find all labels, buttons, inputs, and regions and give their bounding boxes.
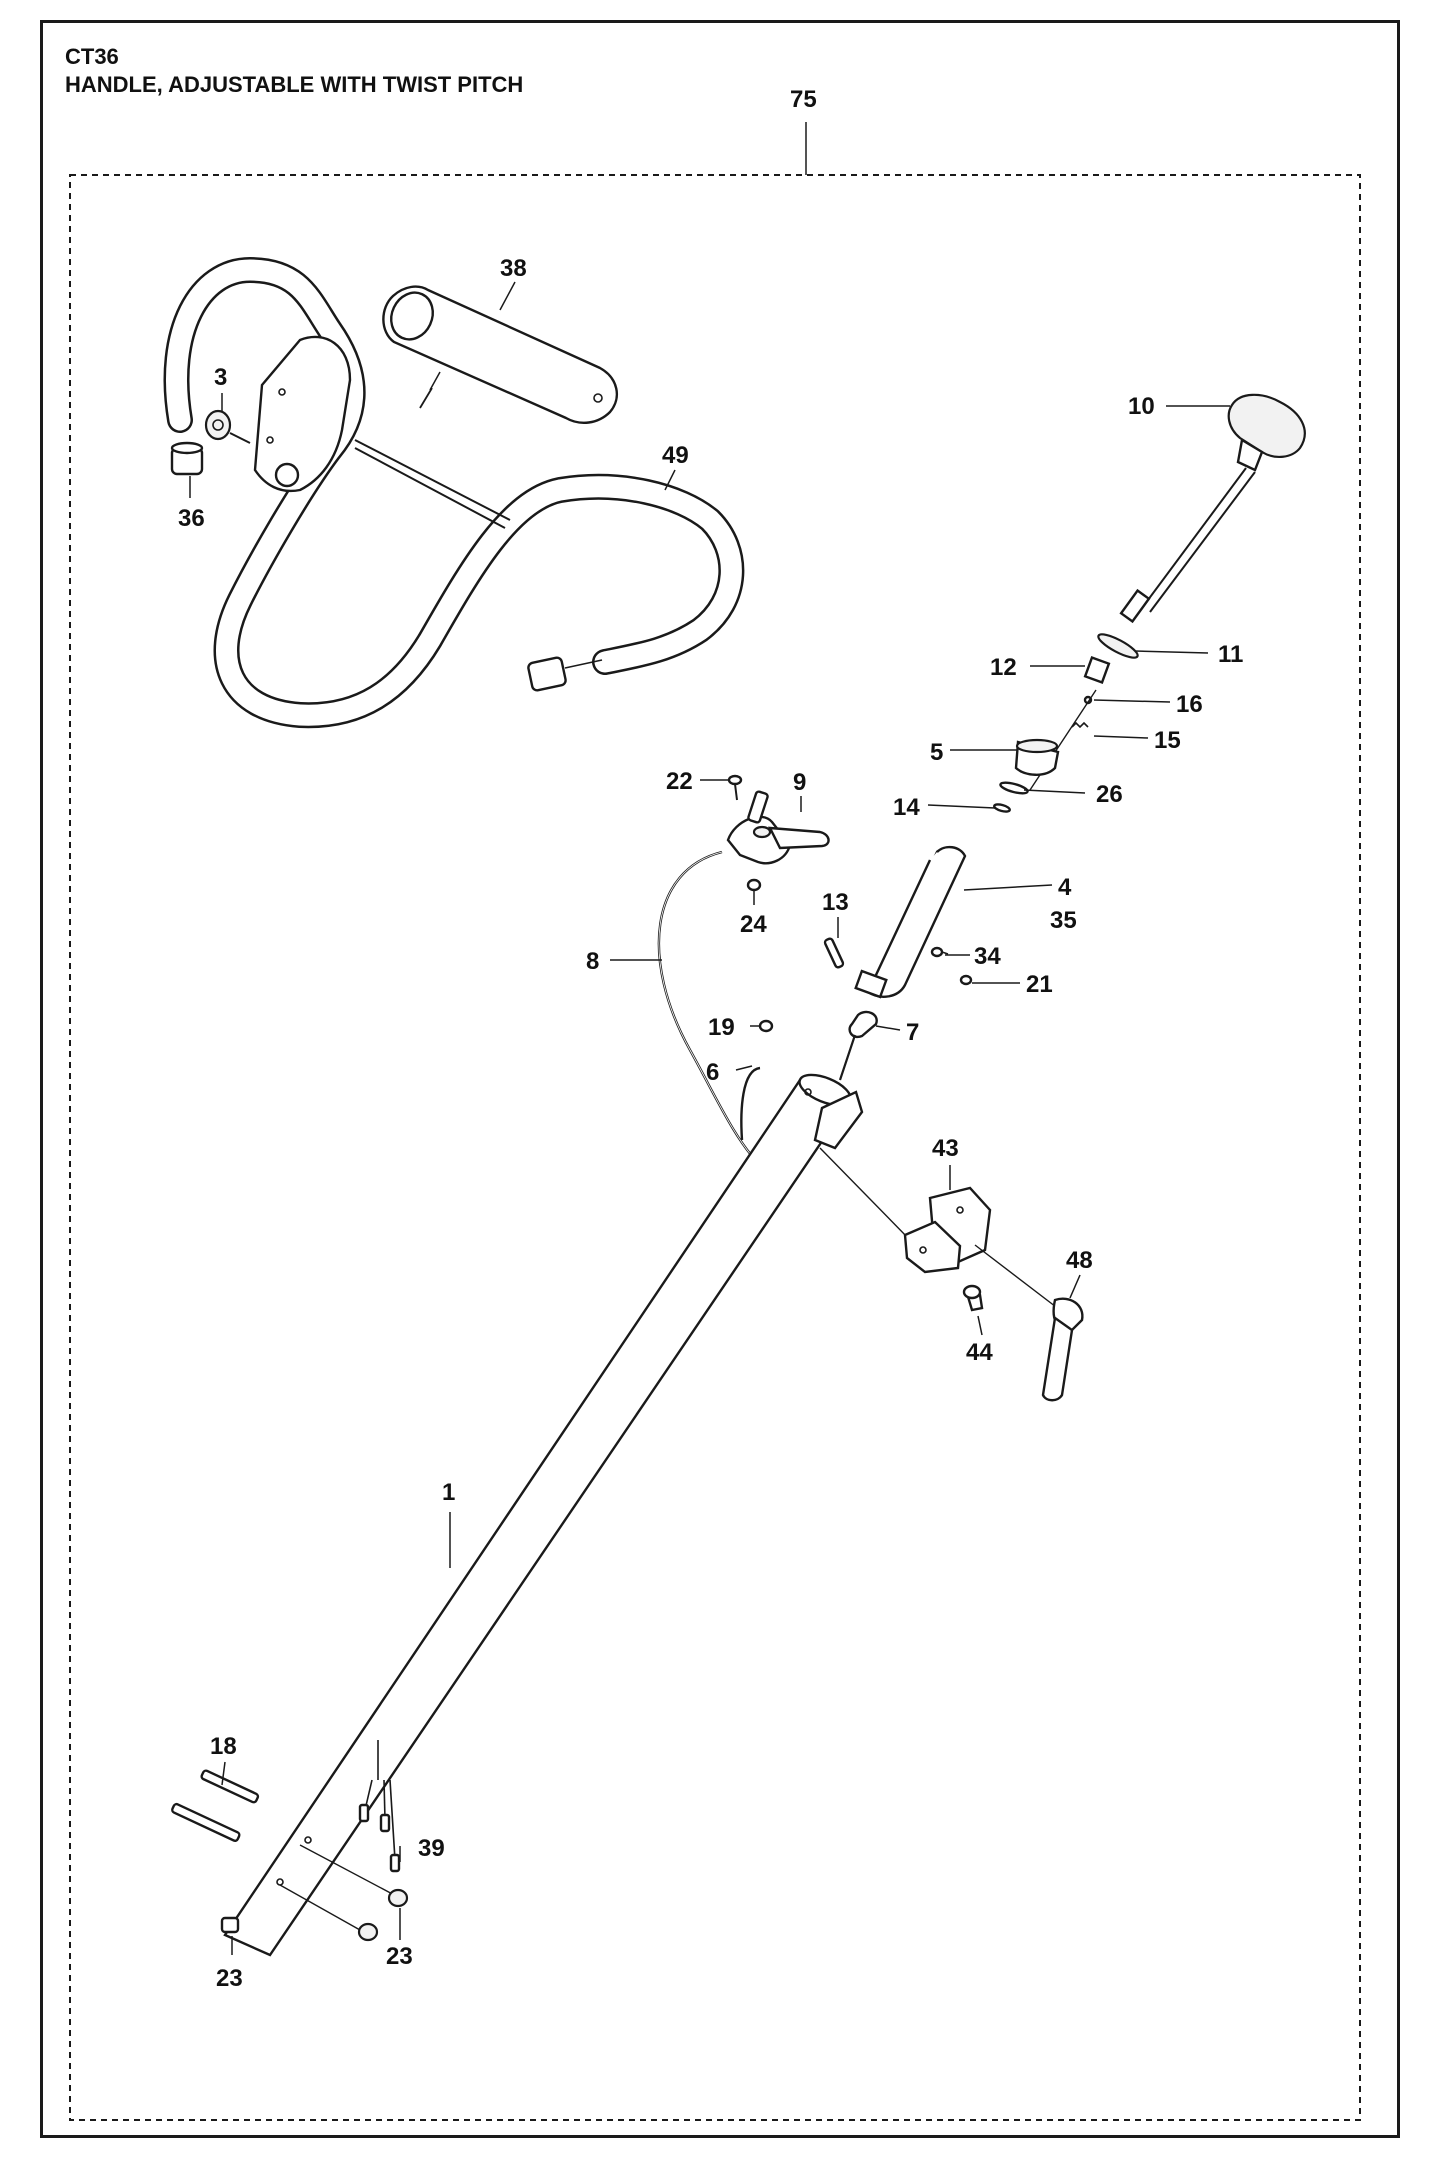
document-code: CT36 — [65, 44, 119, 69]
callout-23-left: 23 — [216, 1965, 243, 1992]
bolt-part-44 — [962, 1284, 984, 1312]
callout-10: 10 — [1128, 393, 1155, 420]
callout-21: 21 — [1026, 971, 1053, 998]
callout-6: 6 — [706, 1059, 719, 1086]
twist-knob-part — [1119, 393, 1306, 624]
main-shaft-part — [223, 1073, 864, 1957]
callout-43: 43 — [932, 1135, 959, 1162]
clamp-part-43 — [903, 1186, 992, 1274]
callout-18: 18 — [210, 1733, 237, 1760]
callout-1: 1 — [442, 1479, 455, 1506]
washer-part-11 — [1097, 633, 1139, 659]
callout-7: 7 — [906, 1019, 919, 1046]
insert-part-23 — [220, 1916, 240, 1934]
oring-part-14 — [993, 803, 1011, 813]
callout-26: 26 — [1096, 781, 1123, 808]
grip-tube-part — [382, 285, 619, 424]
nut-part-21 — [959, 974, 973, 986]
bushing-part-12 — [1083, 655, 1111, 685]
screw-part-34 — [930, 946, 949, 958]
inner-tube-part — [854, 845, 967, 999]
wire-part-6 — [740, 1066, 761, 1141]
ball-part-19 — [758, 1019, 774, 1033]
pin-part-13 — [823, 937, 845, 969]
callout-4: 4 — [1058, 874, 1072, 901]
callout-9: 9 — [793, 769, 806, 796]
callout-5: 5 — [930, 739, 943, 766]
callout-13: 13 — [822, 889, 849, 916]
callout-11: 11 — [1218, 641, 1243, 668]
callout-19: 19 — [708, 1014, 735, 1041]
lever-part-48 — [1041, 1297, 1084, 1402]
nut-part-23a — [387, 1888, 409, 1908]
callout-75: 75 — [790, 86, 817, 113]
handle-loop-part — [163, 256, 745, 729]
screw-part-22 — [727, 774, 743, 801]
callout-16: 16 — [1176, 691, 1203, 718]
nut-part-24 — [746, 878, 762, 892]
knob-part-3 — [204, 409, 251, 444]
nut-part-23b — [357, 1922, 379, 1942]
callout-23-right: 23 — [386, 1943, 413, 1970]
callout-44: 44 — [966, 1339, 993, 1366]
spring-part-15 — [1071, 721, 1089, 729]
callout-36: 36 — [178, 505, 205, 532]
callout-38: 38 — [500, 255, 527, 282]
callout-35: 35 — [1050, 907, 1077, 934]
bracket-part-7 — [848, 1010, 878, 1039]
grip-end-plug-part — [527, 656, 603, 692]
callout-15: 15 — [1154, 727, 1181, 754]
throttle-cable-part — [657, 850, 761, 1166]
document-title: HANDLE, ADJUSTABLE WITH TWIST PITCH — [65, 72, 524, 97]
callout-49: 49 — [662, 442, 689, 469]
end-cap-part — [170, 441, 204, 476]
cap-part-5 — [1014, 738, 1060, 776]
callout-22: 22 — [666, 768, 693, 795]
callout-8: 8 — [586, 948, 599, 975]
outer-frame — [40, 20, 1400, 2138]
callout-12: 12 — [990, 654, 1017, 681]
wire-harness-part-39 — [358, 1740, 401, 1873]
bolt-part-18 — [171, 1769, 260, 1842]
callout-3: 3 — [214, 364, 227, 391]
throttle-trigger-part — [726, 790, 830, 865]
callout-39: 39 — [418, 1835, 445, 1862]
callout-14: 14 — [893, 794, 920, 821]
callout-34: 34 — [974, 943, 1001, 970]
callout-24: 24 — [740, 911, 767, 938]
callout-48: 48 — [1066, 1247, 1093, 1274]
ring-part-26 — [999, 781, 1029, 795]
